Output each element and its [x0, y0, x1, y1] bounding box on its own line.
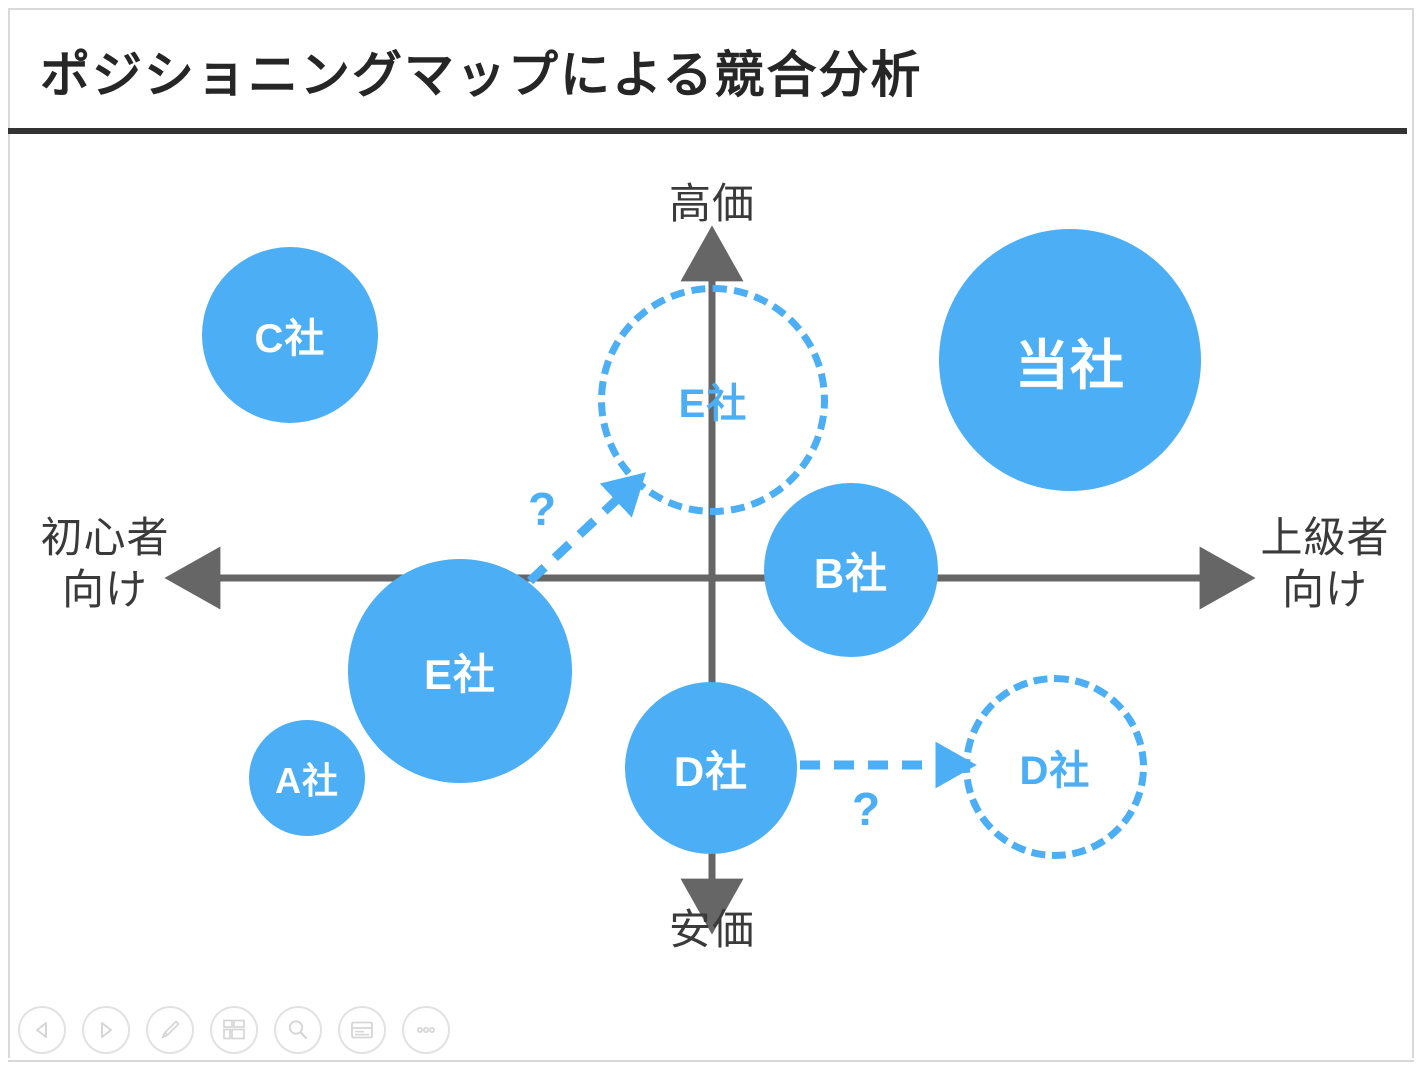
bubble-e-sha-future[interactable]: E社 [598, 285, 828, 515]
title-underline [8, 128, 1407, 134]
previous-icon [36, 1022, 47, 1038]
next-icon [101, 1022, 112, 1038]
more-options-button[interactable] [402, 1006, 450, 1054]
axis-label-high-price: 高価 [668, 180, 755, 227]
bubble-e-sha[interactable]: E社 [348, 559, 572, 783]
bubble-a-sha[interactable]: A社 [249, 720, 365, 836]
layout-icon [223, 1019, 245, 1040]
bubble-d-sha[interactable]: D社 [625, 682, 797, 854]
question-mark-e-sha: ? [528, 483, 557, 535]
axis-label-beginner: 初心者 向け [40, 514, 170, 613]
slide-border-bottom [8, 1060, 1414, 1062]
pen-tool-button[interactable] [146, 1006, 194, 1054]
pen-icon [161, 1020, 180, 1039]
positioning-map: 高価 安価 初心者 向け 上級者 向け C社 当社 E社 B社 E社 A社 D社… [0, 134, 1422, 994]
axis-label-low-price: 安価 [668, 906, 755, 953]
slide-border-left [8, 8, 10, 1058]
page-title: ポジショニングマップによる競合分析 [40, 47, 923, 103]
caption-icon [351, 1021, 373, 1039]
more-icon [417, 1027, 435, 1033]
zoom-search-button[interactable] [274, 1006, 322, 1054]
search-icon [288, 1020, 308, 1040]
captions-button[interactable] [338, 1006, 386, 1054]
presenter-toolbar [18, 1006, 450, 1054]
axis-label-advanced: 上級者 向け [1260, 514, 1390, 613]
e-sha-move-arrow [526, 472, 647, 585]
previous-slide-button[interactable] [18, 1006, 66, 1054]
bubble-tousha[interactable]: 当社 [939, 229, 1201, 491]
slide-border-right [1412, 8, 1414, 1058]
map-axes-and-arrows [164, 225, 1256, 935]
next-slide-button[interactable] [82, 1006, 130, 1054]
question-mark-d-sha: ? [852, 783, 881, 835]
slide-overview-button[interactable] [210, 1006, 258, 1054]
slide-border-top [8, 8, 1414, 10]
title-bar: ポジショニングマップによる競合分析 [40, 40, 1390, 132]
bubble-c-sha[interactable]: C社 [202, 247, 378, 423]
bubble-d-sha-future[interactable]: D社 [963, 675, 1147, 859]
bubble-b-sha[interactable]: B社 [764, 483, 938, 657]
